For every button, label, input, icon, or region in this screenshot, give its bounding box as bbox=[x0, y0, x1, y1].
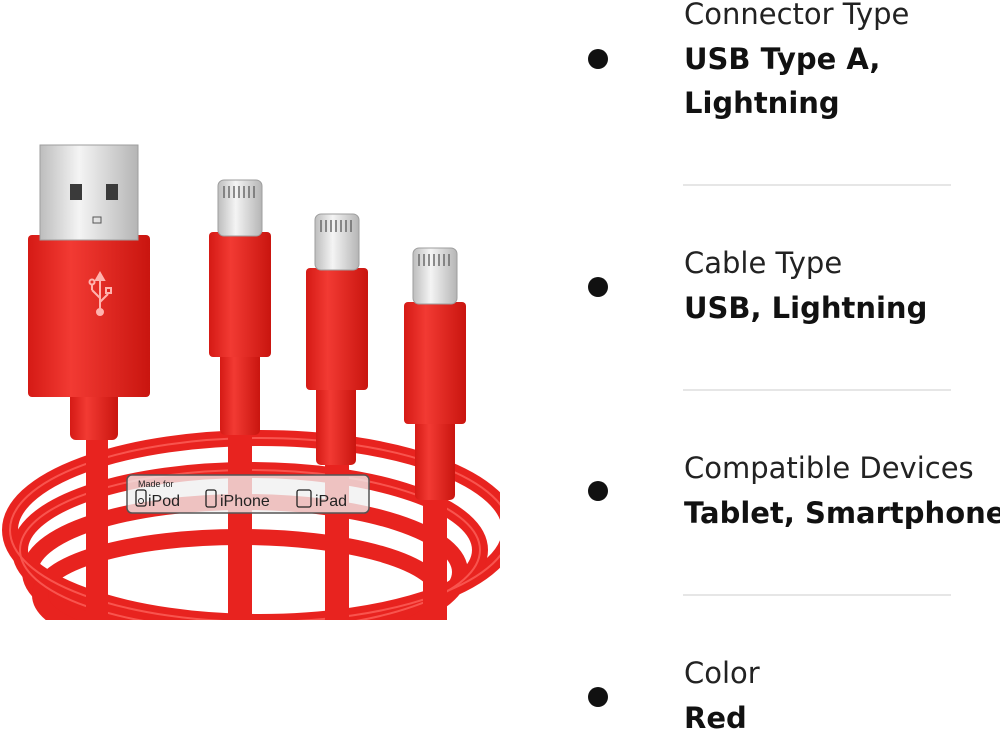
divider bbox=[683, 389, 951, 391]
divider bbox=[683, 594, 951, 596]
ipad-icon bbox=[296, 489, 312, 508]
usb-a-connector bbox=[28, 144, 150, 620]
spec-value-line2: Lightning bbox=[684, 86, 840, 120]
spec-label: Color bbox=[684, 656, 760, 690]
bullet-icon bbox=[588, 687, 608, 707]
spec-label: Connector Type bbox=[684, 0, 910, 31]
spec-value: USB, Lightning bbox=[684, 291, 928, 325]
ipod-icon bbox=[135, 489, 147, 507]
divider bbox=[683, 184, 951, 186]
bullet-icon bbox=[588, 481, 608, 501]
bullet-icon bbox=[588, 49, 608, 69]
bullet-icon bbox=[588, 277, 608, 297]
spec-label: Compatible Devices bbox=[684, 451, 974, 485]
spec-label: Cable Type bbox=[684, 246, 843, 280]
mfi-made-for: Made for bbox=[138, 479, 174, 489]
spec-value: Red bbox=[684, 701, 747, 735]
product-image: Made for iPod iPhone iPad bbox=[2, 144, 500, 620]
mfi-ipad: iPad bbox=[315, 493, 347, 510]
lightning-connector-3 bbox=[404, 247, 466, 620]
spec-value: USB Type A, bbox=[684, 42, 881, 76]
usb-icon bbox=[88, 270, 112, 316]
mfi-badge: Made for iPod iPhone iPad bbox=[126, 474, 370, 514]
iphone-icon bbox=[205, 489, 217, 508]
mfi-iphone: iPhone bbox=[220, 493, 270, 510]
spec-value: Tablet, Smartphone bbox=[684, 496, 1000, 530]
mfi-ipod: iPod bbox=[148, 493, 180, 510]
